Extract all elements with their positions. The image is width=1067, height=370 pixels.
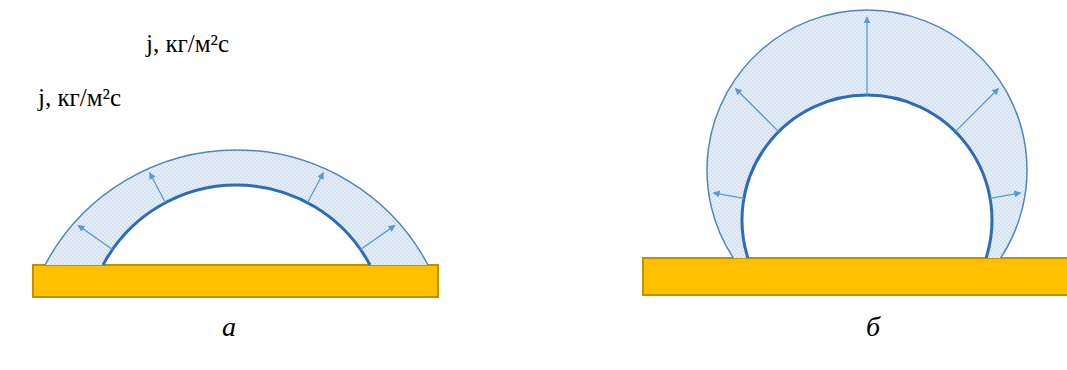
droplet-surface bbox=[103, 185, 370, 265]
vapor-boundary bbox=[45, 150, 428, 265]
substrate bbox=[33, 265, 438, 297]
vapor-boundary bbox=[707, 10, 1027, 258]
flux-unit-label: j, кг/м²с bbox=[38, 84, 121, 112]
flux-unit-label: j, кг/м²с bbox=[146, 30, 229, 58]
vapor-layer bbox=[707, 10, 1027, 258]
vapor-layer bbox=[45, 150, 428, 265]
panel-caption: б bbox=[866, 312, 880, 343]
flux-arrows bbox=[78, 173, 395, 250]
droplet-surface bbox=[742, 95, 992, 258]
flux-arrows bbox=[713, 17, 1020, 198]
substrate bbox=[643, 258, 1067, 295]
panel-caption: а bbox=[222, 312, 236, 343]
